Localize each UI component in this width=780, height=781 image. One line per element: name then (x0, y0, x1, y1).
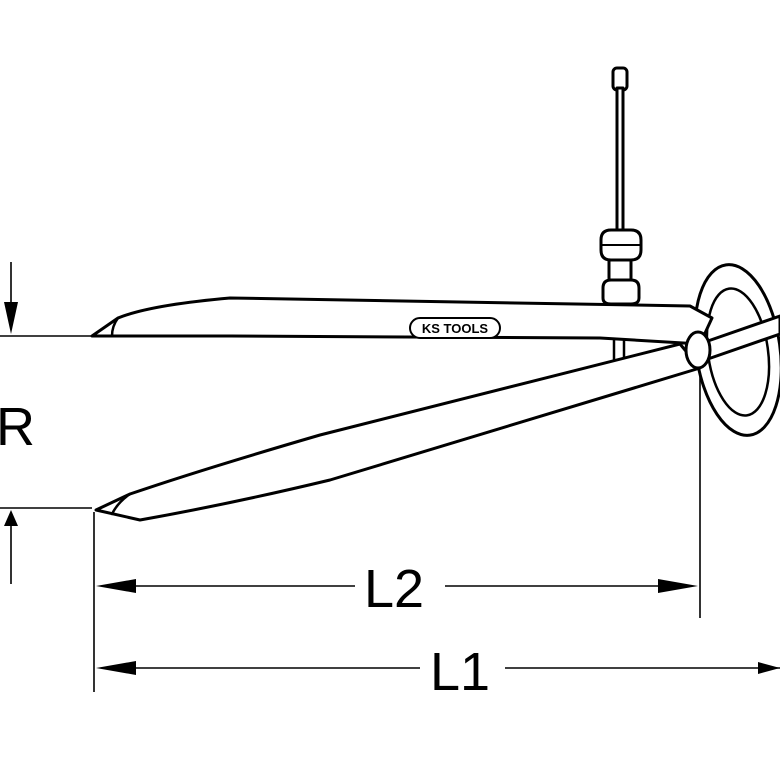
radius-dimension (4, 262, 18, 584)
arrow-up-icon (4, 510, 18, 526)
arrow-left-icon (96, 579, 136, 593)
upper-leg (90, 296, 714, 346)
l2-label: L2 (364, 559, 424, 619)
l2-dimension (96, 579, 698, 593)
brand-logo: KS TOOLS (409, 317, 501, 339)
hinge-knob (684, 330, 712, 370)
lower-leg (94, 342, 702, 522)
l1-label: L1 (430, 642, 490, 702)
arrow-down-icon (4, 302, 18, 334)
arrow-right-icon (658, 579, 698, 593)
radius-label: R (0, 397, 35, 457)
reference-lines (0, 335, 701, 692)
l1-dimension (96, 661, 780, 675)
compass-drawing (90, 66, 780, 522)
arrow-right-icon (758, 662, 780, 674)
arrow-left-icon (96, 661, 136, 675)
brand-logo-text: KS TOOLS (422, 321, 489, 336)
